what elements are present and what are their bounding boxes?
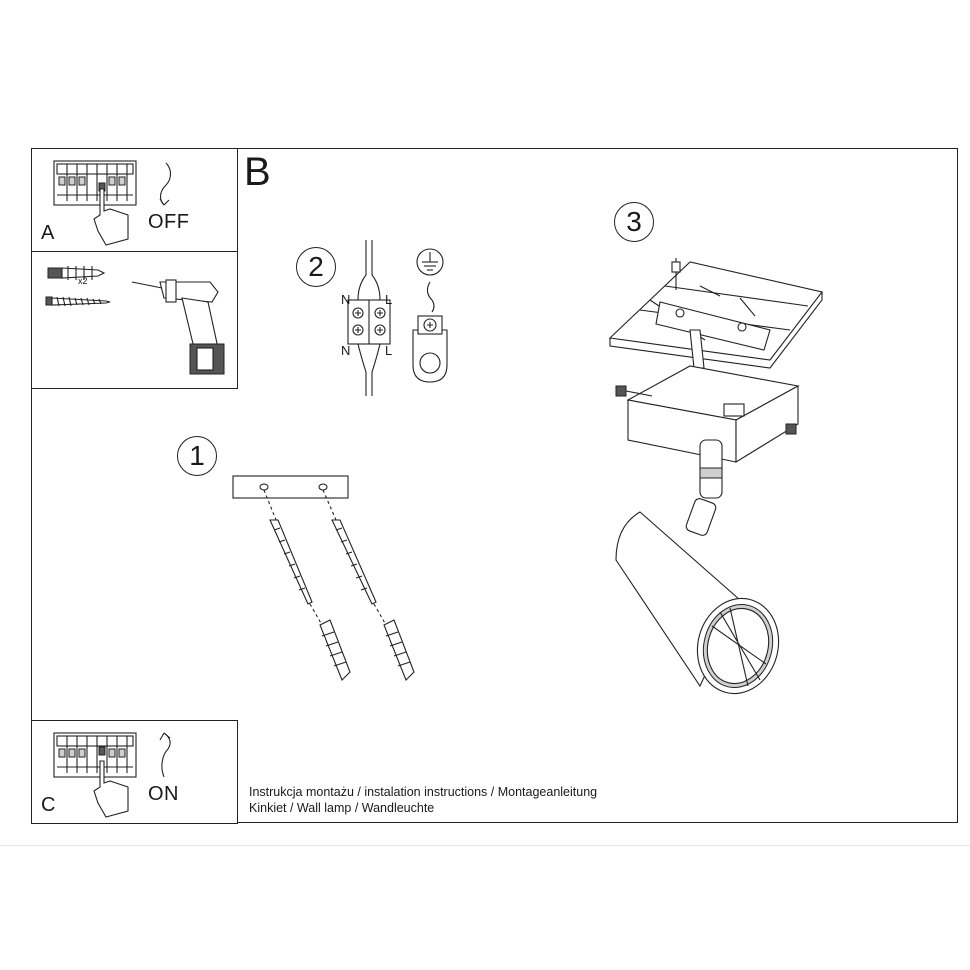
mounting-bracket-plate <box>655 301 771 369</box>
on-label: ON <box>148 783 179 805</box>
anchor-count-label: x2 <box>78 276 88 286</box>
breaker-switches <box>56 735 134 773</box>
wall-plug-right-icon <box>383 619 415 681</box>
ground-symbol-icon <box>416 248 444 276</box>
screw-left-icon <box>269 519 323 626</box>
panel-a-letter: A <box>41 222 55 244</box>
hand-icon <box>93 760 129 818</box>
footer-product-name: Kinkiet / Wall lamp / Wandleuchte <box>249 801 435 815</box>
page-bottom-rule <box>0 845 970 846</box>
live-label-top: L <box>385 292 393 307</box>
live-label-bottom: L <box>385 343 393 358</box>
step-3-badge: 3 <box>614 202 654 242</box>
neutral-label-bottom: N <box>341 343 351 358</box>
wall-plug-left-icon <box>319 619 351 681</box>
breaker-box-icon <box>53 160 172 246</box>
arrow-up-icon <box>159 732 171 741</box>
off-label: OFF <box>148 211 190 233</box>
arrow-down-icon <box>159 198 170 206</box>
instruction-sheet-frame <box>31 148 958 823</box>
mounting-bracket <box>232 475 349 499</box>
panel-c-breaker-on: C ON <box>31 720 238 824</box>
step-2-badge: 2 <box>296 247 336 287</box>
screw-icon <box>45 296 111 307</box>
breaker-switches <box>56 163 134 201</box>
drill-icon <box>131 279 225 375</box>
ground-terminal-icon <box>412 281 448 383</box>
footer-instructions-title: Instrukcja montażu / instalation instruc… <box>249 785 598 799</box>
panel-tools: x2 <box>31 251 238 389</box>
breaker-box-icon <box>53 732 171 818</box>
panel-c-letter: C <box>41 794 56 816</box>
wall-brick-section <box>608 261 823 369</box>
panel-b-letter: B <box>244 150 271 194</box>
wall-plug-icon <box>47 266 106 280</box>
screw-right-icon <box>331 519 387 626</box>
side-screw-icon <box>615 385 797 435</box>
terminal-block-icon <box>347 240 391 396</box>
spotlight-cylinder <box>615 511 780 695</box>
hand-icon <box>93 188 129 246</box>
step-1-badge: 1 <box>177 436 217 476</box>
neutral-label-top: N <box>341 292 351 307</box>
swivel-arm <box>685 439 723 536</box>
